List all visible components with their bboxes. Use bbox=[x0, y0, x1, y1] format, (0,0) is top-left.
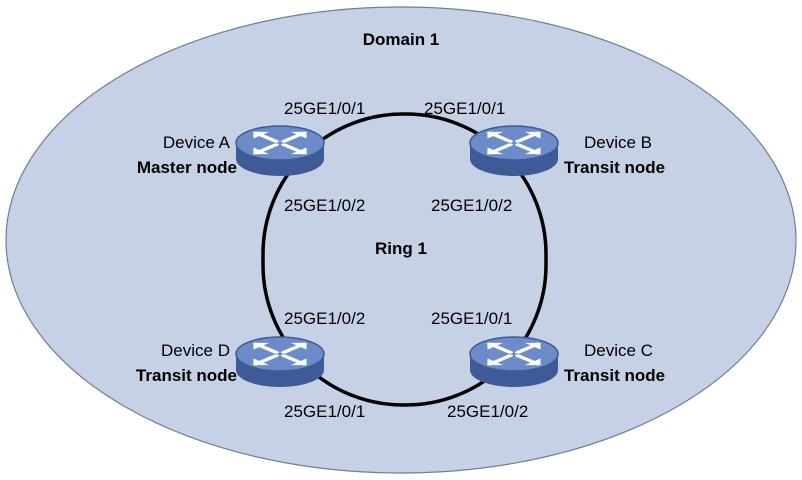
ring-label: Ring 1 bbox=[375, 239, 427, 258]
switch-icon-device-b bbox=[470, 126, 558, 176]
device-c-role: Transit node bbox=[564, 366, 666, 385]
device-a-role: Master node bbox=[136, 158, 237, 177]
device-d-port-bottom: 25GE1/0/1 bbox=[284, 402, 366, 421]
device-b-role: Transit node bbox=[564, 158, 666, 177]
switch-icon-device-d bbox=[236, 337, 324, 387]
device-b-port-bottom: 25GE1/0/2 bbox=[431, 196, 513, 215]
device-d-name: Device D bbox=[161, 341, 230, 360]
switch-icon-device-a bbox=[236, 126, 324, 176]
device-a-port-top: 25GE1/0/1 bbox=[284, 99, 366, 118]
ring-link bbox=[261, 112, 548, 407]
device-d-port-top: 25GE1/0/2 bbox=[284, 309, 366, 328]
device-a-name: Device A bbox=[162, 133, 230, 152]
device-b-name: Device B bbox=[584, 133, 653, 152]
device-d-role: Transit node bbox=[135, 366, 237, 385]
device-a-port-bottom: 25GE1/0/2 bbox=[284, 196, 366, 215]
domain-label: Domain 1 bbox=[362, 30, 440, 49]
device-c-name: Device C bbox=[584, 341, 653, 360]
domain-ellipse bbox=[5, 6, 797, 474]
switch-icon-device-c bbox=[470, 337, 558, 387]
device-c-port-bottom: 25GE1/0/2 bbox=[447, 402, 529, 421]
device-c-port-top: 25GE1/0/1 bbox=[431, 309, 513, 328]
device-b-port-top: 25GE1/0/1 bbox=[424, 99, 506, 118]
